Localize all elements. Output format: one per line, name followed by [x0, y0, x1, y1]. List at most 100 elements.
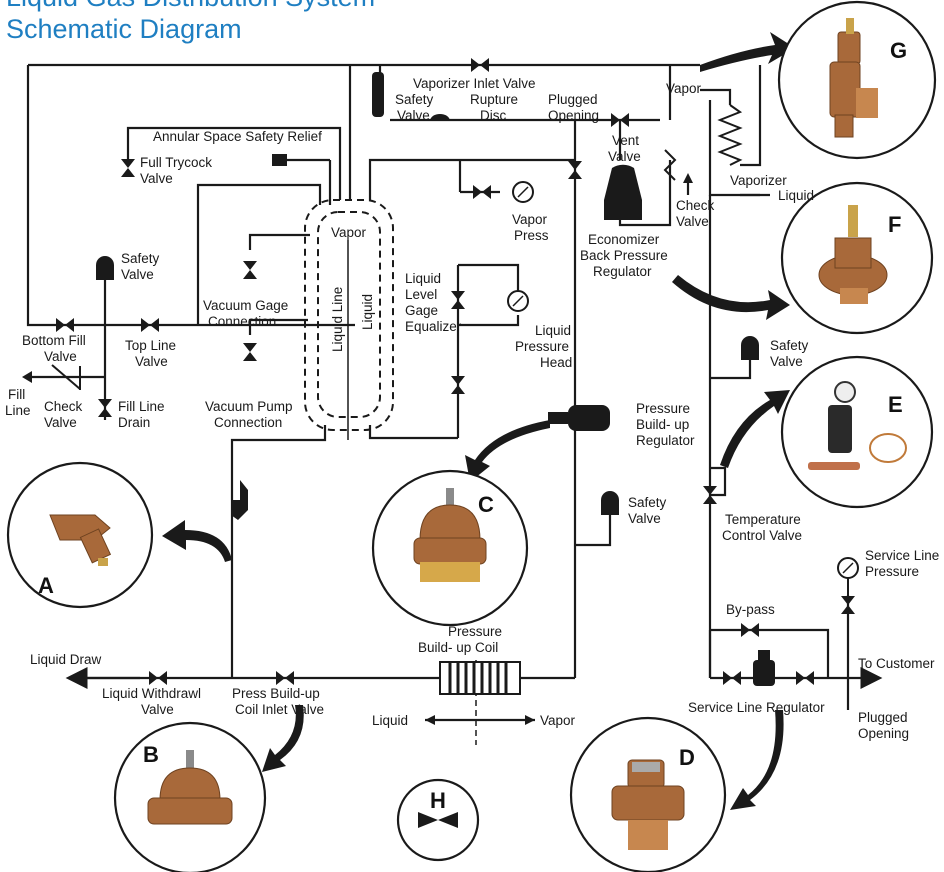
title-line1: Liquid Gas Distribution System [6, 0, 375, 12]
label-liquid-pressure-1: Liquid [535, 323, 571, 338]
callout-letter-d: D [679, 745, 695, 770]
callout-g: G [777, 0, 937, 160]
label-check-valve-left-2: Valve [44, 415, 77, 430]
top-line-valve-icon [141, 318, 159, 332]
storage-tank [304, 199, 394, 440]
bottom-fill-valve-icon [56, 318, 74, 332]
label-vapor-in-tank: Vapor [331, 225, 367, 240]
label-plugged-opening-bottom-2: Opening [858, 726, 909, 741]
callout-letter-f: F [888, 212, 901, 237]
label-liquid-line: Liquid Line [330, 287, 345, 352]
label-plugged-opening-top-1: Plugged [548, 92, 598, 107]
service-outlet-valve-icon [796, 671, 814, 685]
label-economizer-3: Regulator [593, 264, 652, 279]
label-pbc-inlet-1: Press Build-up [232, 686, 320, 701]
regulators [231, 164, 775, 686]
callout-letter-c: C [478, 492, 494, 517]
vacuum-gage-valve-icon [243, 261, 257, 279]
callout-e: E [780, 355, 934, 509]
label-liquid-level-4: Equalizer [405, 319, 462, 334]
label-to-customer: To Customer [858, 656, 935, 671]
safety-valve-right-icon [741, 336, 759, 360]
safety-valve-top-icon [372, 72, 384, 117]
safety-valve-left-icon [96, 256, 114, 280]
label-check-valve-left-1: Check [44, 399, 83, 414]
gauges [507, 181, 859, 595]
label-fill-line-1: Fill [8, 387, 25, 402]
callout-letter-g: G [890, 38, 907, 63]
label-service-line-pressure-1: Service Line [865, 548, 939, 563]
label-fill-line-drain-2: Drain [118, 415, 150, 430]
label-vacuum-gage-2: Connection [208, 314, 276, 329]
strainer-icon [231, 480, 248, 520]
label-liquid-draw: Liquid Draw [30, 652, 102, 667]
pbr-icon [568, 405, 610, 431]
label-service-line-pressure-2: Pressure [865, 564, 919, 579]
label-pbr-2: Build- up [636, 417, 689, 432]
full-trycock-valve-icon [121, 159, 135, 177]
fill-line-drain-icon [98, 399, 112, 417]
label-pbc-1: Pressure [448, 624, 502, 639]
label-vent-valve-2: Valve [608, 149, 641, 164]
label-safety-valve-right-1: Safety [770, 338, 809, 353]
annular-relief-icon [272, 154, 287, 166]
label-safety-valve-top-2: Valve [397, 108, 430, 123]
label-vacuum-gage-1: Vacuum Gage [203, 298, 288, 313]
liquid-level-valve-icon [451, 376, 465, 394]
label-vaporizer-inlet-valve: Vaporizer Inlet Valve [413, 76, 536, 91]
callout-d: D [569, 716, 727, 872]
label-liquid-level-2: Level [405, 287, 437, 302]
label-vapor-press-2: Press [514, 228, 549, 243]
vacuum-pump-valve-icon [243, 343, 257, 361]
callout-b: B [113, 721, 267, 872]
callout-letter-b: B [143, 742, 159, 767]
label-safety-valve-left-2: Valve [121, 267, 154, 282]
label-fill-line-2: Line [5, 403, 31, 418]
label-liquid-tank: Liquid [360, 294, 375, 330]
label-full-trycock-1: Full Trycock [140, 155, 212, 170]
label-liquid-level-1: Liquid [405, 271, 441, 286]
label-bypass: By-pass [726, 602, 775, 617]
liquid-withdrawl-valve-icon [149, 671, 167, 685]
labels: Vaporizer Inlet Valve Safety Valve Ruptu… [5, 76, 939, 741]
callout-letter-a: A [38, 573, 54, 598]
label-economizer-1: Economizer [588, 232, 660, 247]
label-pbr-1: Pressure [636, 401, 690, 416]
label-vapor-top: Vapor [666, 81, 702, 96]
safety-valve-mid-icon [601, 491, 619, 515]
label-vapor-press-1: Vapor [512, 212, 548, 227]
bypass-valve-icon [741, 623, 759, 637]
service-inlet-valve-icon [723, 671, 741, 685]
label-liquid-pressure-3: Head [540, 355, 572, 370]
label-bottom-fill-1: Bottom Fill [22, 333, 86, 348]
vaporizer-coil [717, 104, 743, 166]
service-regulator-icon [753, 660, 775, 686]
label-vacuum-pump-1: Vacuum Pump [205, 399, 293, 414]
pbc-inlet-valve-icon [276, 671, 294, 685]
callout-h: H [396, 778, 480, 862]
h-valve-icon [418, 812, 458, 828]
label-safety-valve-mid-1: Safety [628, 495, 667, 510]
label-liquid-right: Liquid [778, 188, 814, 203]
piping [26, 63, 883, 745]
label-liquid-withdrawl-1: Liquid Withdrawl [102, 686, 201, 701]
label-rupture-disc-2: Disc [480, 108, 506, 123]
equalizer-valve-icon [451, 291, 465, 309]
label-safety-valve-mid-2: Valve [628, 511, 661, 526]
label-plugged-opening-top-2: Opening [548, 108, 599, 123]
label-plugged-opening-bottom-1: Plugged [858, 710, 908, 725]
label-liquid-level-3: Gage [405, 303, 438, 318]
safety-valves [96, 72, 759, 515]
label-bottom-fill-2: Valve [44, 349, 77, 364]
label-safety-valve-top-1: Safety [395, 92, 434, 107]
label-pbr-3: Regulator [636, 433, 695, 448]
pressure-buildup-coil [439, 661, 521, 695]
callout-a: A [6, 461, 154, 609]
label-vacuum-pump-2: Connection [214, 415, 282, 430]
label-service-line-regulator: Service Line Regulator [688, 700, 825, 715]
title-line2: Schematic Diagram [6, 14, 242, 44]
vapor-press-valve-icon [473, 185, 491, 199]
label-vaporizer: Vaporizer [730, 173, 787, 188]
label-pbc-inlet-2: Coil Inlet Valve [235, 702, 324, 717]
label-temp-control-1: Temperature [725, 512, 801, 527]
